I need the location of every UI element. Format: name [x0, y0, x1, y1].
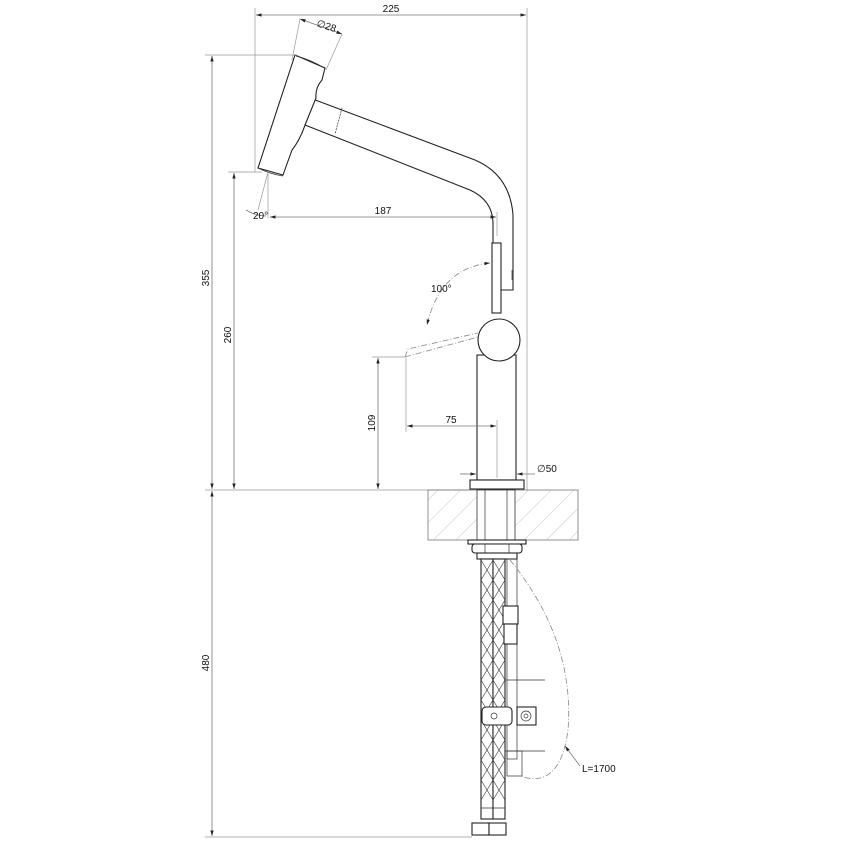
label-hose-length: L=1700: [582, 764, 616, 775]
label-outlet-height: 260: [223, 326, 234, 343]
pull-out-hose: [481, 558, 570, 780]
label-lever-rotation: 100°: [431, 284, 452, 295]
dimension-hose-length: L=1700: [564, 745, 616, 775]
dimension-under-counter-length: 480: [201, 491, 472, 838]
braided-hoses: [471, 558, 507, 836]
faucet-spout: [257, 54, 514, 291]
dimension-overall-reach: 225: [254, 4, 528, 490]
label-lever-reach: 75: [445, 415, 457, 426]
dimension-lever-height: 109: [367, 356, 405, 489]
dimension-spout-reach: 20° 187: [245, 171, 498, 236]
label-spray-diameter: ∅28: [315, 18, 338, 35]
countertop-section: [427, 489, 579, 541]
lever-rotation: 100°: [404, 261, 491, 358]
dimension-body-diameter: ∅50: [460, 464, 557, 476]
dimension-spray-head-diameter: ∅28: [291, 18, 343, 71]
label-overall-height: 355: [201, 269, 212, 286]
faucet-body: [469, 242, 525, 490]
dimension-overall-height: 355: [201, 54, 297, 489]
dimension-outlet-height: 260: [223, 171, 262, 489]
label-under-counter-length: 480: [201, 654, 212, 671]
label-overall-reach: 225: [383, 4, 400, 15]
label-spray-angle: 20°: [253, 211, 268, 222]
mounting-nut: [467, 539, 527, 560]
dimension-lever-reach: 75: [405, 358, 498, 478]
label-lever-height: 109: [367, 414, 378, 431]
label-body-diameter: ∅50: [537, 464, 557, 475]
label-spout-reach: 187: [375, 206, 392, 217]
